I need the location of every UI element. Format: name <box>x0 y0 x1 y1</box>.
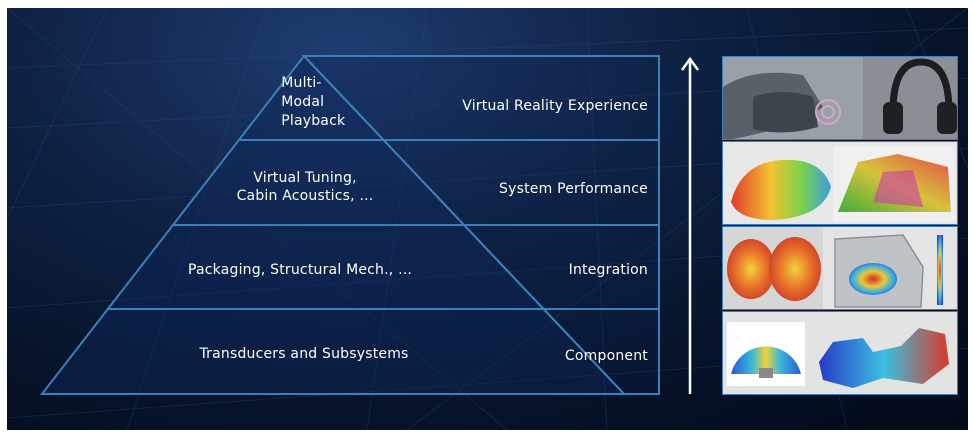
slide-background: Multi- Modal Playback Virtual Tuning, Ca… <box>7 8 968 430</box>
level-4-label: Transducers and Subsystems <box>199 346 409 362</box>
head-and-door-simulation-image <box>722 226 958 310</box>
stage-label-integration: Integration <box>568 262 648 278</box>
level-2-label: Virtual Tuning, Cabin Acoustics, ... <box>236 170 374 204</box>
transducer-and-component-simulation-image <box>722 311 958 395</box>
stage-label-system-performance: System Performance <box>499 181 648 197</box>
stage-label-virtual-reality: Virtual Reality Experience <box>462 98 648 114</box>
up-arrow-icon <box>681 56 699 394</box>
pyramid-diagram <box>39 54 660 395</box>
background-grid <box>7 8 968 430</box>
level-1-label: Multi- Modal Playback <box>281 75 346 129</box>
level-3-label: Packaging, Structural Mech., ... <box>187 262 413 278</box>
vr-headset-and-headphones-image <box>722 56 958 140</box>
stage-label-component: Component <box>564 348 648 364</box>
cabin-acoustics-simulation-image <box>722 141 958 225</box>
